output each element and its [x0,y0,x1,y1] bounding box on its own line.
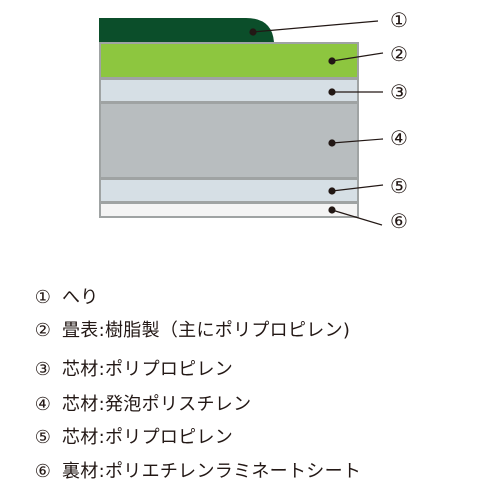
layer-3-core-pp [101,80,357,101]
legend-text: 芯材:発泡ポリスチレン [62,394,252,415]
legend-text: へり [62,287,99,308]
leader-line-1 [252,20,379,33]
leader-line-5 [331,184,384,192]
leader-dot-3 [328,88,336,96]
legend-item-6: ⑥ 裏材:ポリエチレンラミネートシート [32,460,361,484]
leader-dot-2 [328,57,336,65]
callout-6: ⑥ [390,209,408,233]
legend-item-3: ③ 芯材:ポリプロピレン [32,358,233,382]
tatami-layer-diagram [99,18,384,226]
legend-num: ③ [34,359,52,380]
layer-1-edge [99,18,274,42]
leader-line-4 [331,138,384,144]
legend-text: 芯材:ポリプロピレン [62,359,234,380]
callout-4: ④ [390,126,408,150]
leader-line-2 [331,52,384,62]
layer-4-core-foam [101,104,357,177]
legend-item-4: ④ 芯材:発泡ポリスチレン [32,393,251,417]
legend-item-1: ① へり [32,286,99,310]
legend-item-2: ② 畳表:樹脂製（主にポリプロピレン) [32,319,350,343]
legend-text: 芯材:ポリプロピレン [62,427,234,448]
layer-5-core-pp [101,180,357,201]
leader-line-6 [331,209,383,226]
callout-2: ② [390,42,408,66]
legend-num: ⑥ [34,461,52,482]
callout-1: ① [390,8,408,32]
legend-text: 裏材:ポリエチレンラミネートシート [62,461,362,482]
callout-5: ⑤ [390,174,408,198]
leader-dot-6 [328,206,336,214]
legend-num: ④ [34,394,52,415]
callout-3: ③ [390,80,408,104]
leader-dot-1 [249,28,257,36]
legend-num: ② [34,320,52,341]
layer-6-backing [101,204,357,216]
leader-dot-4 [328,139,336,147]
legend-text: 畳表:樹脂製（主にポリプロピレン) [62,320,351,341]
legend-num: ① [34,287,52,308]
layer-2-surface [101,44,357,77]
leader-dot-5 [328,187,336,195]
legend-num: ⑤ [34,427,52,448]
legend-item-5: ⑤ 芯材:ポリプロピレン [32,426,233,450]
